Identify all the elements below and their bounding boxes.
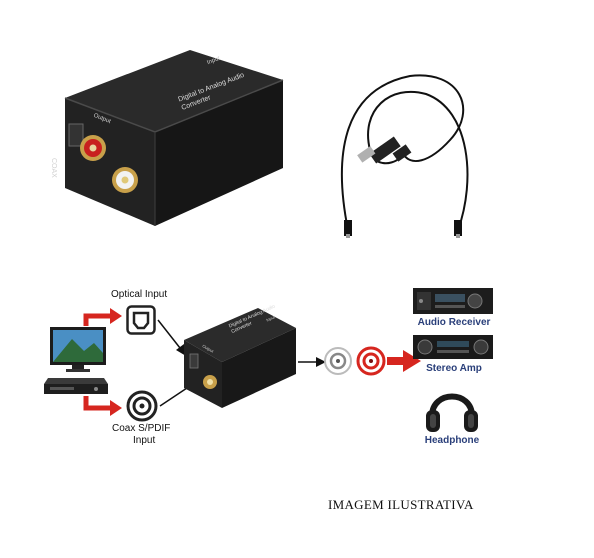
coax-input-label-line2: Input — [133, 435, 156, 446]
arrow-device-to-rca — [298, 357, 326, 367]
arrow-optical-to-device — [157, 319, 186, 356]
caption-text: IMAGEM ILUSTRATIVA — [328, 497, 474, 512]
coax-input-label-line1: Coax S/PDIF — [112, 423, 171, 434]
arrow-rca-to-outputs — [387, 350, 421, 372]
optical-port-icon — [126, 305, 156, 335]
stereo-amp-label: Stereo Amp — [426, 363, 482, 374]
converter-box — [64, 50, 284, 226]
coax-port-icon — [126, 390, 158, 422]
product-photo-converter: Digital to Analog Audio Converter Input … — [50, 40, 290, 235]
audio-receiver-label: Audio Receiver — [417, 317, 491, 328]
headphone-icon — [424, 380, 480, 434]
tv-icon — [48, 325, 108, 373]
box-label-coax: COAX — [50, 158, 57, 178]
optical-input-label: Optical Input — [111, 289, 168, 300]
dvd-player-icon — [44, 376, 108, 396]
audio-receiver-icon — [413, 288, 493, 316]
product-photo-usb-cable — [330, 70, 480, 240]
arrow-source-to-coax — [83, 396, 122, 416]
headphone-label: Headphone — [424, 435, 480, 446]
stereo-amp-icon — [413, 333, 493, 361]
rca-jack-icon — [323, 345, 387, 377]
diagram-converter-box: Digital to Analog Audio Converter Input … — [180, 304, 300, 409]
arrow-source-to-optical — [83, 308, 122, 326]
usb-cable — [340, 74, 469, 238]
